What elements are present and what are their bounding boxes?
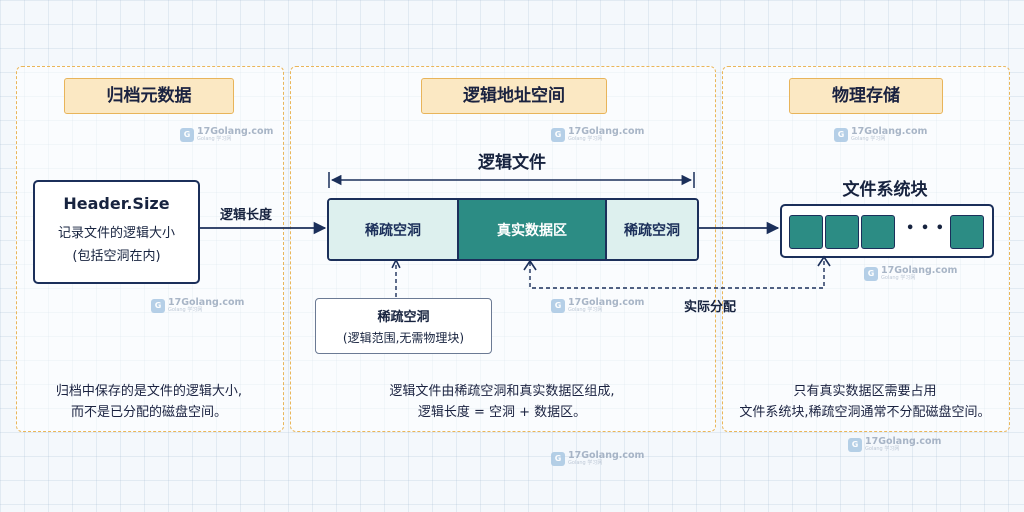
- watermark-sub: Golang 学习网: [568, 136, 603, 142]
- logical-file-strip: 稀疏空洞 真实数据区 稀疏空洞: [327, 198, 699, 261]
- watermark-sub: Golang 学习网: [568, 460, 603, 466]
- logical-note-line2: 逻辑长度 = 空洞 + 数据区。: [417, 405, 587, 420]
- physical-storage-title: 物理存储: [789, 78, 943, 114]
- actual-allocation-path: [523, 255, 831, 289]
- watermark-sub: Golang 学习网: [197, 136, 232, 142]
- sparse-hole-callout-desc: (逻辑范围,无需物理块): [342, 331, 465, 345]
- physical-note: 只有真实数据区需要占用 文件系统块,稀疏空洞通常不分配磁盘空间。: [726, 381, 1004, 423]
- watermark-text: 17Golang.com: [168, 297, 245, 308]
- header-size-title: Header.Size: [63, 194, 170, 213]
- sparse-hole-callout-title: 稀疏空洞: [377, 310, 430, 325]
- watermark-logo-icon: G: [151, 298, 165, 313]
- watermark-logo-icon: G: [864, 266, 878, 281]
- watermark-text: 17Golang.com: [851, 126, 928, 137]
- sparse-hole-callout: 稀疏空洞 (逻辑范围,无需物理块): [315, 298, 492, 354]
- watermark-sub: Golang 学习网: [168, 307, 203, 313]
- metadata-note-line1: 归档中保存的是文件的逻辑大小,: [55, 384, 243, 399]
- fs-block-last: [950, 215, 984, 249]
- watermark-sub: Golang 学习网: [568, 307, 603, 313]
- logical-address-title: 逻辑地址空间: [421, 78, 607, 114]
- watermark-text: 17Golang.com: [197, 126, 274, 137]
- sparse-hole-left: 稀疏空洞: [329, 200, 457, 259]
- logical-note-line1: 逻辑文件由稀疏空洞和真实数据区组成,: [389, 384, 615, 399]
- watermark-text: 17Golang.com: [568, 297, 645, 308]
- real-data-region: 真实数据区: [457, 200, 607, 259]
- watermark-logo-icon: G: [848, 437, 862, 452]
- watermark-text: 17Golang.com: [865, 436, 942, 447]
- watermark-logo-icon: G: [551, 451, 565, 466]
- fs-blocks-box: • • •: [780, 204, 994, 258]
- fs-blocks-label: 文件系统块: [842, 180, 928, 200]
- header-size-desc: 记录文件的逻辑大小: [57, 226, 175, 241]
- header-size-note: (包括空洞在内): [72, 249, 161, 264]
- watermark-logo-icon: G: [180, 127, 194, 142]
- watermark-sub: Golang 学习网: [865, 446, 900, 452]
- physical-note-line1: 只有真实数据区需要占用: [793, 384, 937, 399]
- fs-block-1: [789, 215, 823, 249]
- physical-note-line2: 文件系统块,稀疏空洞通常不分配磁盘空间。: [739, 405, 991, 420]
- fs-block-3: [861, 215, 895, 249]
- watermark-text: 17Golang.com: [881, 265, 958, 276]
- watermark-logo-icon: G: [551, 127, 565, 142]
- watermark-logo-icon: G: [834, 127, 848, 142]
- metadata-note-line2: 而不是已分配的磁盘空间。: [70, 405, 227, 420]
- fs-blocks-ellipsis: • • •: [906, 221, 945, 236]
- metadata-title: 归档元数据: [64, 78, 234, 114]
- watermark-sub: Golang 学习网: [881, 275, 916, 281]
- metadata-note: 归档中保存的是文件的逻辑大小, 而不是已分配的磁盘空间。: [24, 381, 274, 423]
- sparse-hole-right: 稀疏空洞: [607, 200, 697, 259]
- header-size-box: Header.Size 记录文件的逻辑大小 (包括空洞在内): [33, 180, 200, 284]
- logical-length-label: 逻辑长度: [220, 208, 273, 223]
- logical-file-span: [328, 172, 695, 188]
- watermark-sub: Golang 学习网: [851, 136, 886, 142]
- watermark-text: 17Golang.com: [568, 450, 645, 461]
- watermark-logo-icon: G: [551, 298, 565, 313]
- logical-note: 逻辑文件由稀疏空洞和真实数据区组成, 逻辑长度 = 空洞 + 数据区。: [298, 381, 706, 423]
- logical-file-label: 逻辑文件: [478, 153, 546, 173]
- fs-block-2: [825, 215, 859, 249]
- watermark-text: 17Golang.com: [568, 126, 645, 137]
- actual-allocation-label: 实际分配: [684, 300, 737, 315]
